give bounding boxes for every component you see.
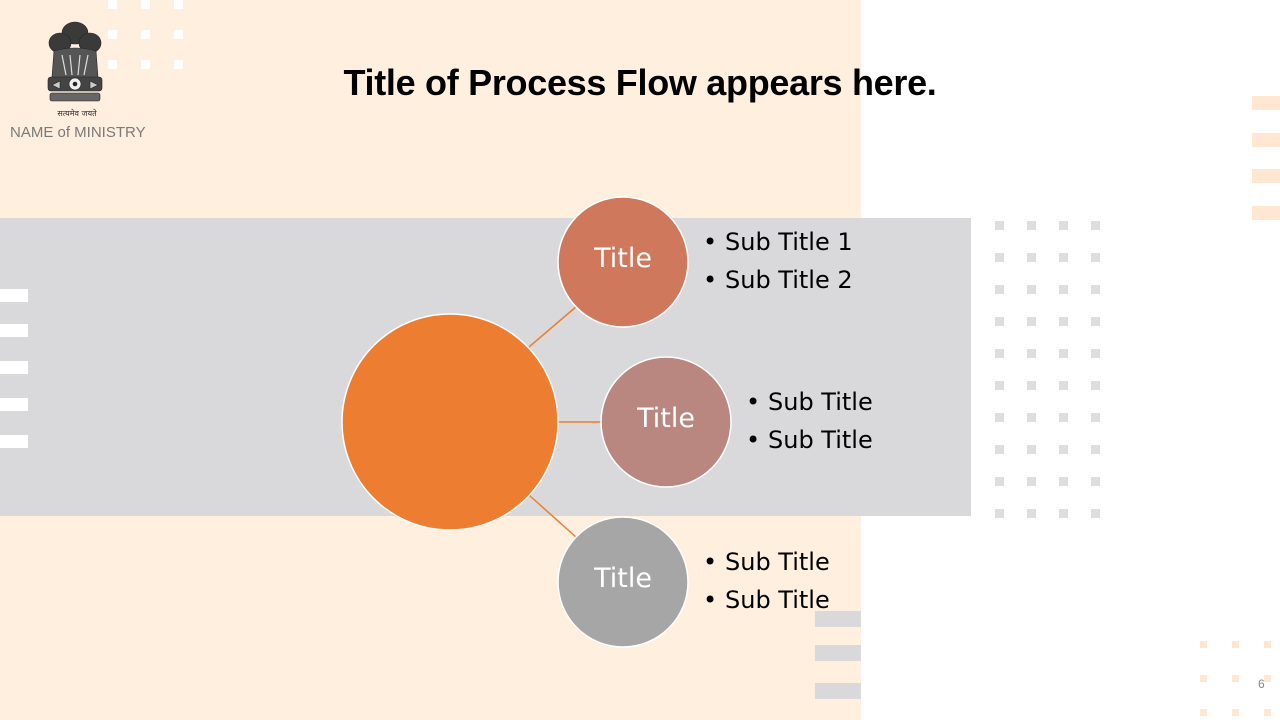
pattern-dot [1059, 253, 1068, 262]
node-title: Title [594, 563, 652, 594]
bottom-dash-decoration [815, 683, 861, 699]
pattern-dot [1059, 445, 1068, 454]
pattern-dot [1027, 413, 1036, 422]
pattern-dot [995, 413, 1004, 422]
pattern-dot [995, 317, 1004, 326]
left-dash-decoration [0, 289, 28, 302]
title-node-circle [557, 516, 689, 648]
right-dash-decoration [1252, 169, 1280, 183]
pattern-dot [1200, 641, 1207, 648]
pattern-dot [1027, 253, 1036, 262]
bullet-item: Sub Title [746, 421, 873, 459]
pattern-dot [1091, 445, 1100, 454]
pattern-dot [1091, 253, 1100, 262]
pattern-dot [174, 0, 183, 9]
pattern-dot [141, 30, 150, 39]
pattern-dot [995, 509, 1004, 518]
pattern-dot [174, 30, 183, 39]
pattern-dot [995, 285, 1004, 294]
pattern-dot [1027, 445, 1036, 454]
pattern-dot [1059, 381, 1068, 390]
right-dash-decoration [1252, 133, 1280, 147]
pattern-dot [995, 221, 1004, 230]
right-dash-decoration [1252, 206, 1280, 220]
pattern-dot [141, 0, 150, 9]
pattern-dot [1264, 675, 1271, 682]
pattern-dot [1027, 349, 1036, 358]
pattern-dot [1232, 641, 1239, 648]
left-dash-decoration [0, 435, 28, 448]
pattern-dot [1091, 381, 1100, 390]
node-title: Title [594, 243, 652, 274]
pattern-dot [1059, 413, 1068, 422]
ministry-name: NAME of MINISTRY [10, 124, 146, 141]
pattern-dot [1059, 317, 1068, 326]
pattern-dot [1027, 221, 1036, 230]
connector-line [528, 494, 578, 539]
pattern-dot [1264, 709, 1271, 716]
slide-number: 6 [1258, 677, 1265, 691]
connector-line [528, 305, 578, 348]
node-bullet-list: Sub Title Sub Title [703, 543, 830, 619]
pattern-dot [1200, 709, 1207, 716]
pattern-dot [1027, 477, 1036, 486]
node-bullet-list: Sub Title Sub Title [746, 383, 873, 459]
pattern-dot [995, 477, 1004, 486]
pattern-dot [1091, 477, 1100, 486]
left-dash-decoration [0, 398, 28, 411]
pattern-dot [1059, 477, 1068, 486]
title-node-circle [600, 356, 732, 488]
node-bullet-list: Sub Title 1 Sub Title 2 [703, 223, 853, 299]
pattern-dot [108, 0, 117, 9]
pattern-dot [1091, 509, 1100, 518]
pattern-dot [1027, 285, 1036, 294]
pattern-dot [174, 60, 183, 69]
pattern-dot [1027, 317, 1036, 326]
pattern-dot [1264, 641, 1271, 648]
pattern-dot [995, 381, 1004, 390]
pattern-dot [1059, 285, 1068, 294]
pattern-dot [1091, 221, 1100, 230]
pattern-dot [1091, 413, 1100, 422]
state-emblem-icon [47, 21, 103, 102]
pattern-dot [1059, 349, 1068, 358]
pattern-dot [108, 60, 117, 69]
pattern-dot [1232, 675, 1239, 682]
bullet-item: Sub Title 2 [703, 261, 853, 299]
pattern-dot [1091, 317, 1100, 326]
pattern-dot [1091, 349, 1100, 358]
pattern-dot [995, 349, 1004, 358]
pattern-dot [1027, 509, 1036, 518]
node-title: Title [637, 403, 695, 434]
pattern-dot [108, 30, 117, 39]
bottom-dash-decoration [815, 645, 861, 661]
pattern-dot [1059, 509, 1068, 518]
left-dash-decoration [0, 361, 28, 374]
bullet-item: Sub Title 1 [703, 223, 853, 261]
pattern-dot [1059, 221, 1068, 230]
pattern-dot [995, 445, 1004, 454]
left-dash-decoration [0, 324, 28, 337]
hub-circle [341, 313, 559, 531]
bullet-item: Sub Title [703, 543, 830, 581]
bullet-item: Sub Title [703, 581, 830, 619]
pattern-dot [1027, 381, 1036, 390]
pattern-dot [995, 253, 1004, 262]
slide-title: Title of Process Flow appears here. [343, 62, 937, 103]
bullet-item: Sub Title [746, 383, 873, 421]
pattern-dot [141, 60, 150, 69]
emblem-motto: सत्यमेव जयते [57, 109, 97, 118]
title-node-circle [557, 196, 689, 328]
pattern-dot [1091, 285, 1100, 294]
pattern-dot [1200, 675, 1207, 682]
pattern-dot [1232, 709, 1239, 716]
right-dash-decoration [1252, 96, 1280, 110]
